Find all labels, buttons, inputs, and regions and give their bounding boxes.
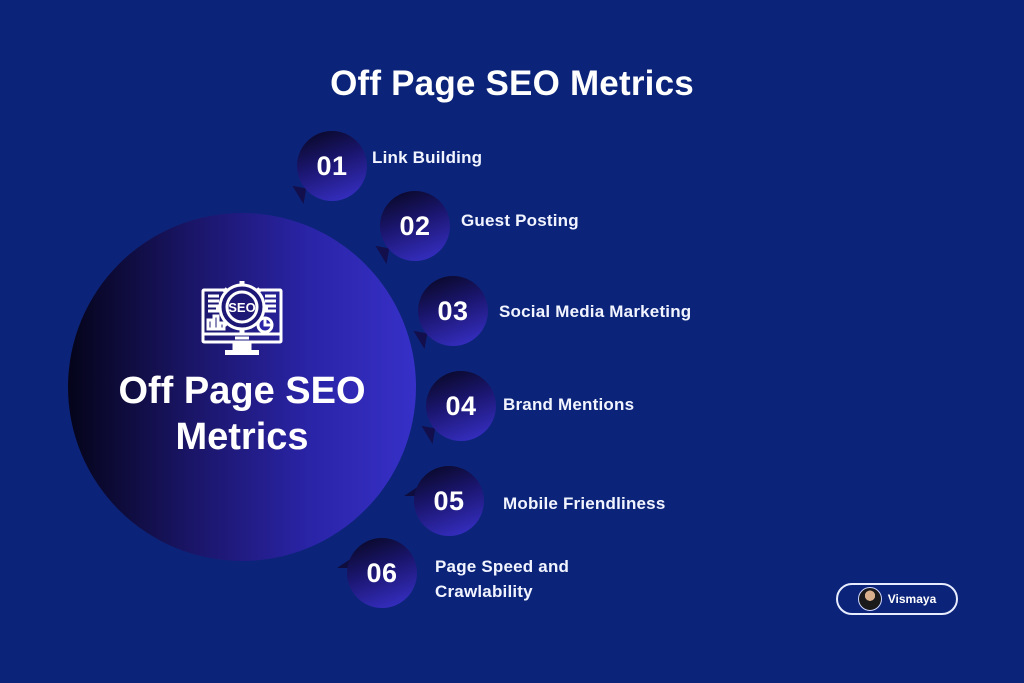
bubble-03: 03 bbox=[410, 276, 488, 350]
hub-title-line2: Metrics bbox=[175, 416, 309, 458]
hub-title-line1: Off Page SEO bbox=[118, 370, 366, 412]
hub-circle: SEO Off Page SEO Metrics bbox=[68, 213, 416, 561]
item-number: 05 bbox=[433, 485, 465, 516]
item-label-line1: Page Speed and bbox=[435, 557, 570, 576]
item-number: 03 bbox=[437, 295, 469, 326]
item-label-page-speed: Page Speed and Crawlability bbox=[435, 554, 569, 604]
item-label-line2: Crawlability bbox=[435, 582, 533, 601]
avatar-icon bbox=[857, 587, 882, 611]
page-title: Off Page SEO Metrics bbox=[330, 64, 694, 103]
bubble-02: 02 bbox=[372, 191, 450, 265]
bubble-05: 05 bbox=[404, 466, 484, 536]
item-label-social-media-marketing: Social Media Marketing bbox=[499, 302, 692, 321]
item-label-brand-mentions: Brand Mentions bbox=[503, 395, 635, 414]
item-number: 04 bbox=[445, 390, 477, 421]
item-label-guest-posting: Guest Posting bbox=[461, 211, 579, 230]
item-label-mobile-friendliness: Mobile Friendliness bbox=[503, 494, 666, 513]
item-label-link-building: Link Building bbox=[372, 148, 483, 167]
bubble-01: 01 bbox=[289, 131, 367, 205]
bubble-06: 06 bbox=[337, 538, 417, 608]
item-number: 02 bbox=[399, 210, 431, 241]
svg-text:SEO: SEO bbox=[228, 300, 255, 315]
seo-monitor-gear-icon: SEO bbox=[201, 281, 283, 355]
item-number: 01 bbox=[316, 150, 348, 181]
author-badge: Vismaya bbox=[836, 583, 958, 615]
author-name: Vismaya bbox=[887, 592, 937, 606]
bubble-04: 04 bbox=[418, 371, 496, 445]
item-number: 06 bbox=[366, 557, 398, 588]
